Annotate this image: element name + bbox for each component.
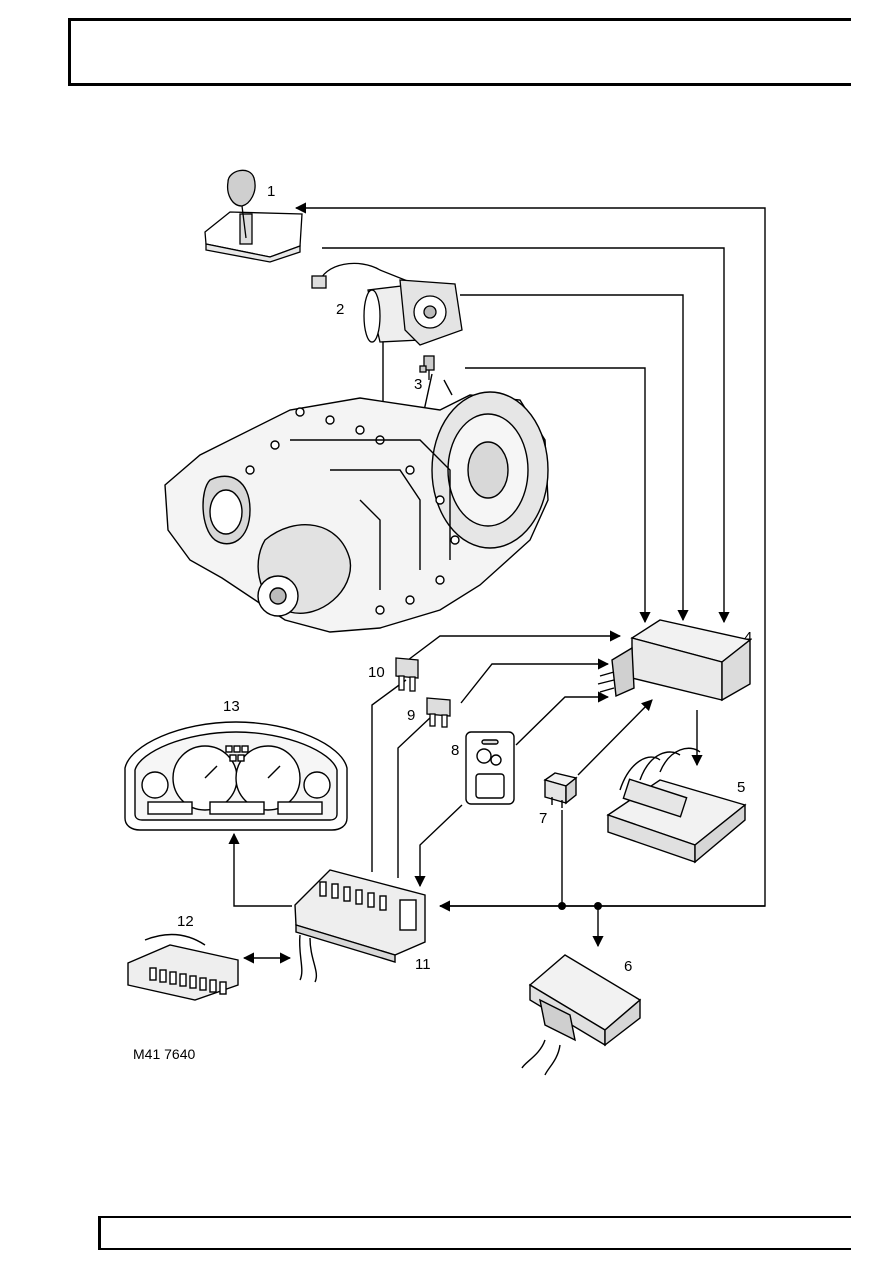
link-8-to-11 [414, 804, 463, 888]
link-2-to-4 [460, 294, 689, 622]
transfer-box-ecu-illustration [597, 619, 752, 702]
callout-labels: 1 2 3 4 5 6 7 8 9 10 11 12 13 [177, 183, 752, 975]
link-11-to-13 [228, 832, 292, 907]
callout-10: 10 [368, 664, 385, 681]
link-7-to-4 [577, 699, 653, 776]
link-8-to-4 [515, 691, 610, 746]
junction-dot [594, 902, 602, 910]
callout-4: 4 [744, 629, 752, 646]
page-header-box [68, 18, 851, 86]
callout-2: 2 [336, 301, 344, 318]
sensor-illustration [419, 355, 435, 380]
link-9-to-11 [397, 715, 433, 878]
callout-3: 3 [414, 376, 422, 393]
callout-6: 6 [624, 958, 632, 975]
link-1-to-4 [322, 247, 730, 624]
fuse-illustrations [395, 657, 451, 728]
callout-9: 9 [407, 707, 415, 724]
diagnostic-connector-illustration [127, 933, 239, 1001]
callout-11: 11 [415, 956, 431, 973]
transfer-box-illustration [164, 391, 549, 633]
link-10-to-4 [407, 630, 622, 661]
page-footer-box [98, 1216, 851, 1250]
control-module-illustration [521, 954, 642, 1076]
wiring-lines [228, 202, 766, 964]
instrument-pack-illustration [124, 721, 348, 831]
callout-12: 12 [177, 913, 194, 930]
callout-13: 13 [223, 698, 240, 715]
junction-dot [558, 902, 566, 910]
callout-7: 7 [539, 810, 547, 827]
switch-illustration [465, 731, 515, 805]
figure-reference: M41 7640 [133, 1046, 195, 1062]
callout-8: 8 [451, 742, 459, 759]
callout-1: 1 [267, 183, 275, 200]
relay-illustration [543, 772, 578, 808]
link-10-to-11 [371, 679, 407, 872]
link-9-to-4 [460, 658, 610, 704]
central-junction-box-illustration [294, 869, 426, 983]
engine-ecu-illustration [606, 747, 747, 864]
callout-5: 5 [737, 779, 745, 796]
link-3-to-4 [465, 367, 651, 624]
gear-selector-illustration [204, 169, 303, 263]
motor-illustration [311, 262, 463, 346]
